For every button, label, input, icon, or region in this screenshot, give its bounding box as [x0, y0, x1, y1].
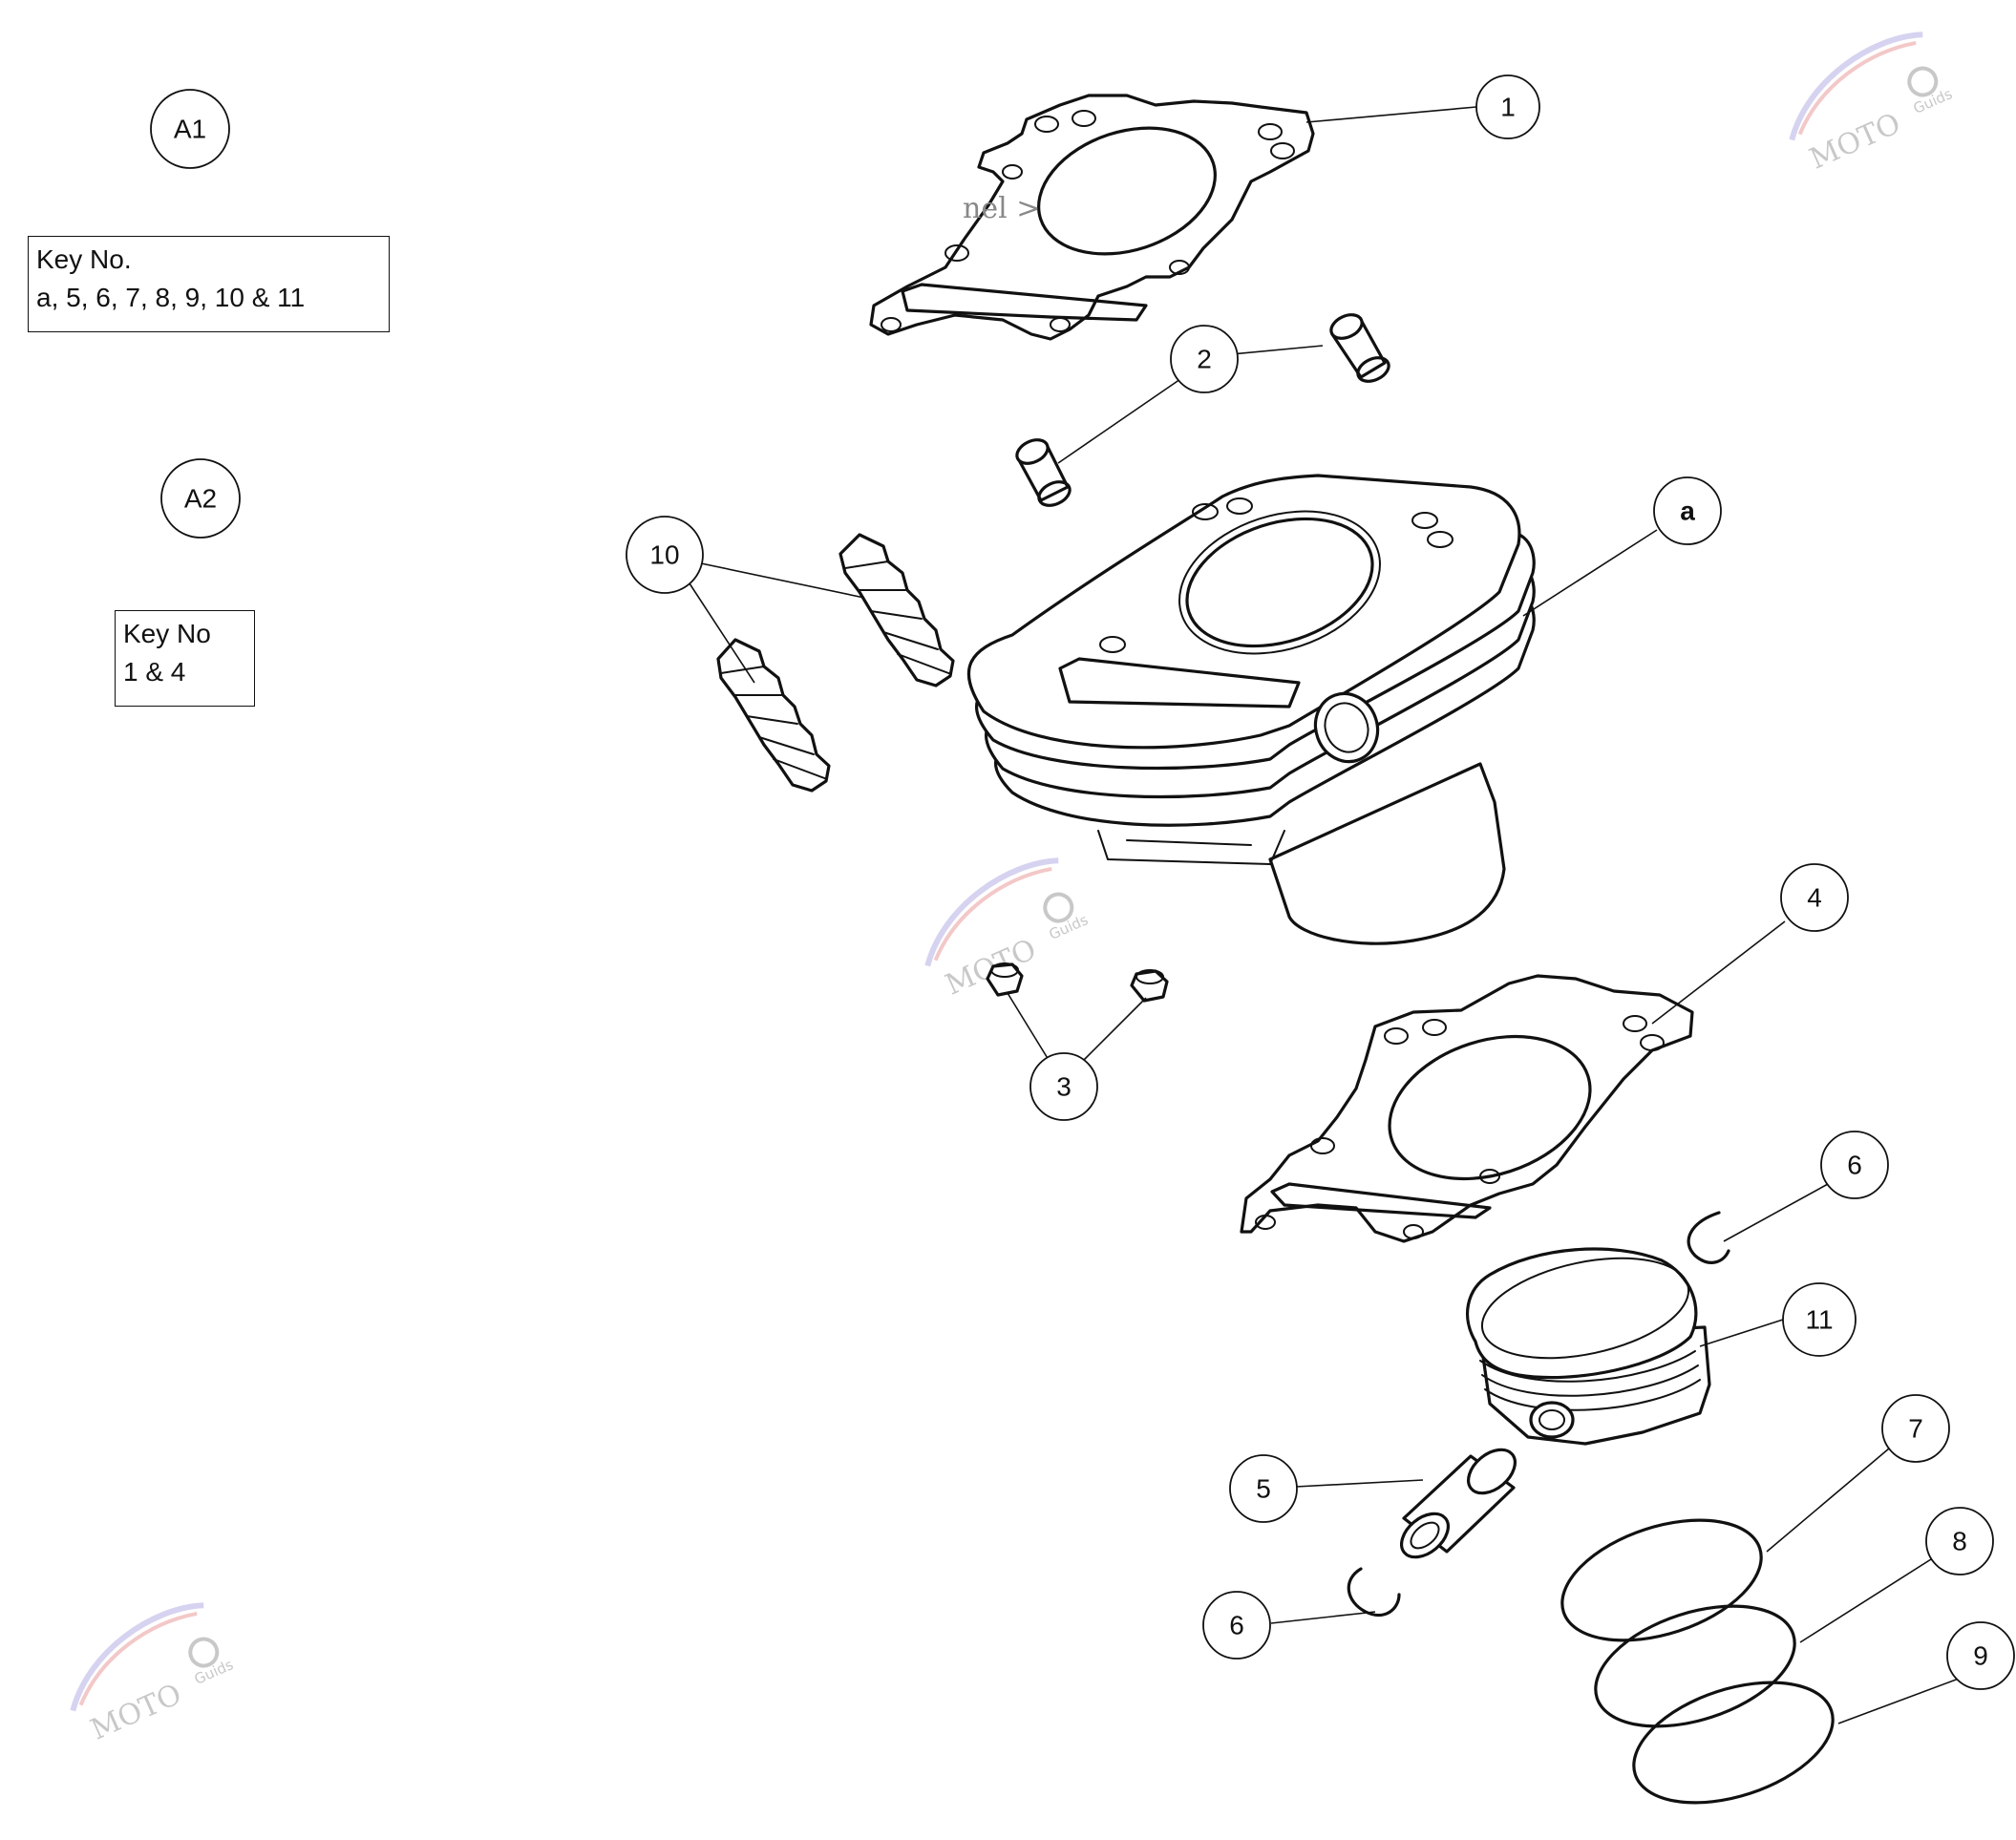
- part-rubber-damper-right: [838, 533, 955, 687]
- stray-text: nel >: [963, 192, 1040, 225]
- svg-text:8: 8: [1952, 1527, 1967, 1556]
- svg-text:4: 4: [1807, 883, 1822, 913]
- part-circlip-lower: [1347, 1567, 1401, 1618]
- group-label-a2: A2: [160, 458, 241, 539]
- key-box-a1-title: Key No.: [36, 244, 132, 274]
- callout-1: 1: [1475, 74, 1540, 139]
- part-nut-left: [986, 962, 1024, 997]
- svg-text:2: 2: [1197, 345, 1212, 374]
- svg-text:10: 10: [649, 540, 679, 570]
- svg-text:MOTO: MOTO: [941, 933, 1042, 1003]
- part-piston: [1466, 1247, 1711, 1446]
- callout-10: 10: [626, 516, 704, 594]
- callout-9: 9: [1946, 1621, 2015, 1690]
- callout-11: 11: [1782, 1282, 1857, 1357]
- key-box-a2-items: 1 & 4: [123, 657, 186, 687]
- callout-7: 7: [1881, 1394, 1950, 1463]
- key-box-a2-title: Key No: [123, 619, 211, 648]
- callout-4: 4: [1780, 863, 1849, 932]
- svg-text:3: 3: [1056, 1072, 1072, 1102]
- part-cylinder-base-gasket: [1240, 974, 1694, 1243]
- part-dowel-pin-lower: [1015, 438, 1072, 507]
- callout-5: 5: [1229, 1454, 1298, 1523]
- svg-text:9: 9: [1973, 1641, 1988, 1671]
- watermark-logo-bottom-left: MOTO Guids: [70, 1602, 236, 1747]
- svg-text:a: a: [1680, 497, 1695, 526]
- svg-text:5: 5: [1256, 1474, 1271, 1504]
- svg-text:MOTO: MOTO: [86, 1678, 187, 1747]
- callout-8: 8: [1925, 1507, 1994, 1576]
- callout-3: 3: [1029, 1052, 1098, 1121]
- callout-6-upper: 6: [1820, 1131, 1889, 1199]
- part-circlip-upper: [1687, 1211, 1730, 1264]
- svg-text:MOTO: MOTO: [1805, 107, 1906, 177]
- part-cylinder: [966, 474, 1536, 945]
- group-label-a1: A1: [150, 89, 230, 169]
- svg-text:6: 6: [1847, 1151, 1862, 1180]
- svg-text:11: 11: [1805, 1305, 1833, 1335]
- part-piston-ring-second: [1594, 1604, 1796, 1728]
- part-rubber-damper-left: [716, 638, 831, 793]
- key-box-a2: Key No 1 & 4: [115, 610, 255, 707]
- svg-text:A1: A1: [174, 115, 206, 144]
- watermark-logo-top-right: MOTO Guids: [1789, 32, 1955, 177]
- svg-text:6: 6: [1229, 1611, 1244, 1640]
- key-box-a1: Key No. a, 5, 6, 7, 8, 9, 10 & 11: [28, 236, 390, 332]
- key-box-a1-items: a, 5, 6, 7, 8, 9, 10 & 11: [36, 283, 306, 312]
- svg-text:7: 7: [1908, 1414, 1923, 1444]
- svg-text:A2: A2: [184, 484, 217, 514]
- callout-2: 2: [1170, 325, 1239, 393]
- part-oil-ring: [1632, 1681, 1835, 1805]
- callout-6-lower: 6: [1202, 1591, 1271, 1660]
- part-dowel-pin-upper: [1329, 313, 1390, 383]
- part-cylinder-head-gasket: [869, 94, 1315, 341]
- part-piston-pin: [1400, 1448, 1517, 1559]
- part-piston-ring-top: [1560, 1518, 1763, 1642]
- callout-a: a: [1653, 476, 1722, 545]
- part-nut-right: [1130, 969, 1169, 1003]
- svg-text:1: 1: [1500, 93, 1516, 122]
